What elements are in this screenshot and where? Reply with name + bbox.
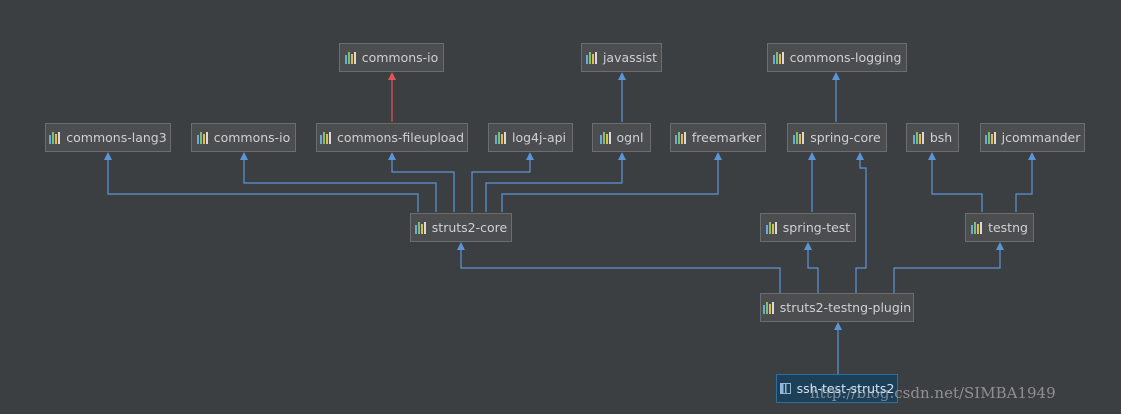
- maven-library-icon: [912, 131, 924, 144]
- node-log4j-api[interactable]: log4j-api: [488, 123, 573, 152]
- node-label: commons-logging: [789, 50, 902, 65]
- node-freemarker[interactable]: freemarker: [670, 123, 766, 152]
- node-spring-core[interactable]: spring-core: [787, 123, 887, 152]
- edge-core-to-commons-lang3: [104, 152, 419, 212]
- node-label: spring-core: [810, 130, 881, 145]
- node-jcommander[interactable]: jcommander: [980, 123, 1085, 152]
- node-label: commons-io: [361, 50, 439, 65]
- maven-library-icon: [772, 51, 784, 64]
- edge-core-to-ognl: [485, 152, 626, 212]
- maven-library-icon: [793, 131, 805, 144]
- node-spring-test[interactable]: spring-test: [760, 213, 856, 242]
- maven-library-icon: [765, 221, 777, 234]
- node-bsh[interactable]: bsh: [906, 123, 959, 152]
- module-icon: [779, 383, 791, 394]
- node-label: bsh: [929, 130, 953, 145]
- node-commons-logging[interactable]: commons-logging: [767, 43, 907, 72]
- node-struts2-core[interactable]: struts2-core: [410, 213, 512, 242]
- node-label: spring-test: [782, 220, 851, 235]
- maven-library-icon: [599, 131, 611, 144]
- edge-core-to-freemarker: [501, 152, 722, 212]
- node-commons-io-top[interactable]: commons-io: [339, 43, 444, 72]
- node-label: javassist: [602, 50, 658, 65]
- node-label: commons-fileupload: [336, 130, 465, 145]
- maven-library-icon: [49, 131, 61, 144]
- maven-library-icon: [971, 221, 983, 234]
- node-label: testng: [988, 220, 1028, 235]
- node-testng[interactable]: testng: [965, 213, 1034, 242]
- node-commons-fileupload[interactable]: commons-fileupload: [316, 123, 468, 152]
- node-commons-io[interactable]: commons-io: [191, 123, 296, 152]
- node-label: commons-lang3: [66, 130, 167, 145]
- node-label: freemarker: [691, 130, 762, 145]
- node-ognl[interactable]: ognl: [592, 123, 651, 152]
- edge-plugin-to-spring-core: [855, 152, 867, 293]
- edge-plugin-to-struts2-core: [457, 242, 781, 293]
- edge-plugin-to-spring-test: [804, 242, 819, 293]
- maven-library-icon: [762, 301, 774, 314]
- node-label: struts2-core: [431, 220, 508, 235]
- node-label: commons-io: [213, 130, 291, 145]
- edge-core-to-commons-fileupload: [388, 152, 455, 212]
- node-label: log4j-api: [511, 130, 567, 145]
- edge-core-to-commons-io: [240, 152, 437, 212]
- maven-library-icon: [674, 131, 686, 144]
- maven-library-icon: [585, 51, 597, 64]
- maven-library-icon: [984, 131, 996, 144]
- node-commons-lang3[interactable]: commons-lang3: [45, 123, 171, 152]
- edge-plugin-to-testng: [893, 242, 1004, 293]
- node-label: ssh-test-struts2: [796, 381, 895, 396]
- node-label: struts2-testng-plugin: [779, 300, 912, 315]
- node-label: ognl: [616, 130, 644, 145]
- maven-library-icon: [344, 51, 356, 64]
- maven-library-icon: [196, 131, 208, 144]
- node-javassist[interactable]: javassist: [581, 43, 662, 72]
- maven-library-icon: [414, 221, 426, 234]
- node-ssh-test-struts2[interactable]: ssh-test-struts2: [776, 374, 898, 403]
- edge-testng-to-jcommander: [1015, 152, 1036, 212]
- maven-library-icon: [319, 131, 331, 144]
- edge-testng-to-bsh: [928, 152, 983, 212]
- edge-core-to-log4j-api: [471, 152, 534, 212]
- node-label: jcommander: [1001, 130, 1081, 145]
- node-struts2-testng-plugin[interactable]: struts2-testng-plugin: [760, 293, 914, 322]
- maven-library-icon: [494, 131, 506, 144]
